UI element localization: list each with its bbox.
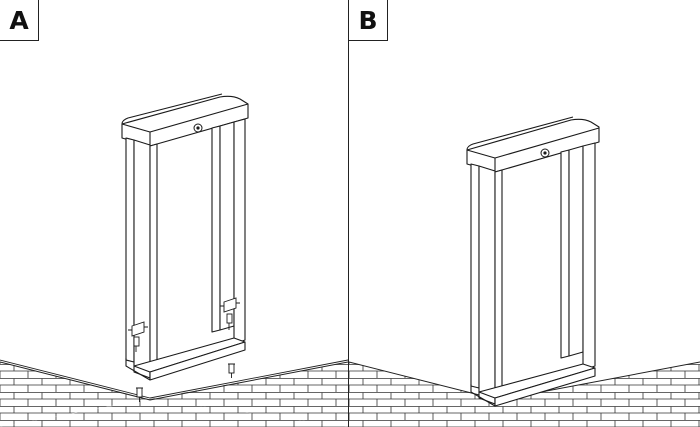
step-panel-a: A: [0, 0, 349, 427]
lamp-post-mounted-icon: [349, 116, 700, 427]
lamp-post-with-mounting-screws-icon: [0, 93, 348, 427]
step-label-a: A: [0, 0, 39, 41]
step-label-b: B: [349, 0, 388, 41]
step-panel-b: B: [349, 0, 700, 427]
